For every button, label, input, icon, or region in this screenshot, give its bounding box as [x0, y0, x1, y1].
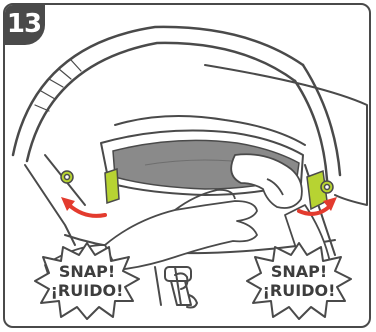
ruido-label: ¡RUIDO! [263, 281, 336, 300]
ruido-label: ¡RUIDO! [51, 281, 124, 300]
snap-label: SNAP! [59, 262, 115, 281]
snap-callout-right: SNAP! ¡RUIDO! [245, 241, 353, 321]
snap-label: SNAP! [271, 262, 327, 281]
snap-callout-left: SNAP! ¡RUIDO! [33, 241, 141, 321]
step-number-badge: 13 [5, 5, 45, 45]
instruction-panel: 13 SNAP! ¡RUIDO! SNAP! ¡RUIDO! [3, 3, 371, 328]
arrow-left-icon [69, 205, 105, 216]
step-number: 13 [7, 9, 41, 39]
